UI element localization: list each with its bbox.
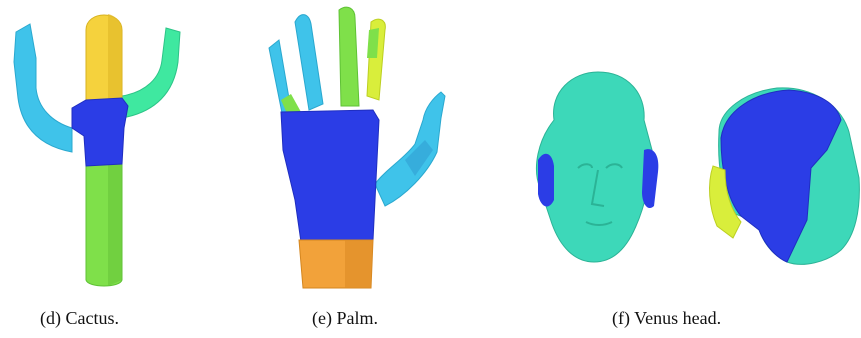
cactus-right-arm-segment xyxy=(122,28,180,118)
palm-hand-body xyxy=(281,110,379,242)
cactus-junction-segment xyxy=(72,98,128,166)
palm-panel xyxy=(255,0,470,300)
venus-front-right-ear xyxy=(642,149,658,208)
cactus-left-arm-segment xyxy=(14,24,72,152)
caption-cactus: (d) Cactus. xyxy=(40,308,119,329)
venus-side-view-image xyxy=(691,0,861,300)
palm-model-image xyxy=(255,0,470,300)
cactus-panel xyxy=(0,0,200,300)
venus-front-view-image xyxy=(520,0,670,300)
palm-middle-finger xyxy=(339,7,359,106)
caption-venus: (f) Venus head. xyxy=(612,308,721,329)
venus-front-left-ear xyxy=(538,154,554,207)
venus-panel xyxy=(520,0,861,300)
caption-palm: (e) Palm. xyxy=(312,308,378,329)
palm-thumb xyxy=(375,92,445,206)
cactus-model-image xyxy=(0,0,200,300)
palm-ring-finger xyxy=(295,15,323,110)
